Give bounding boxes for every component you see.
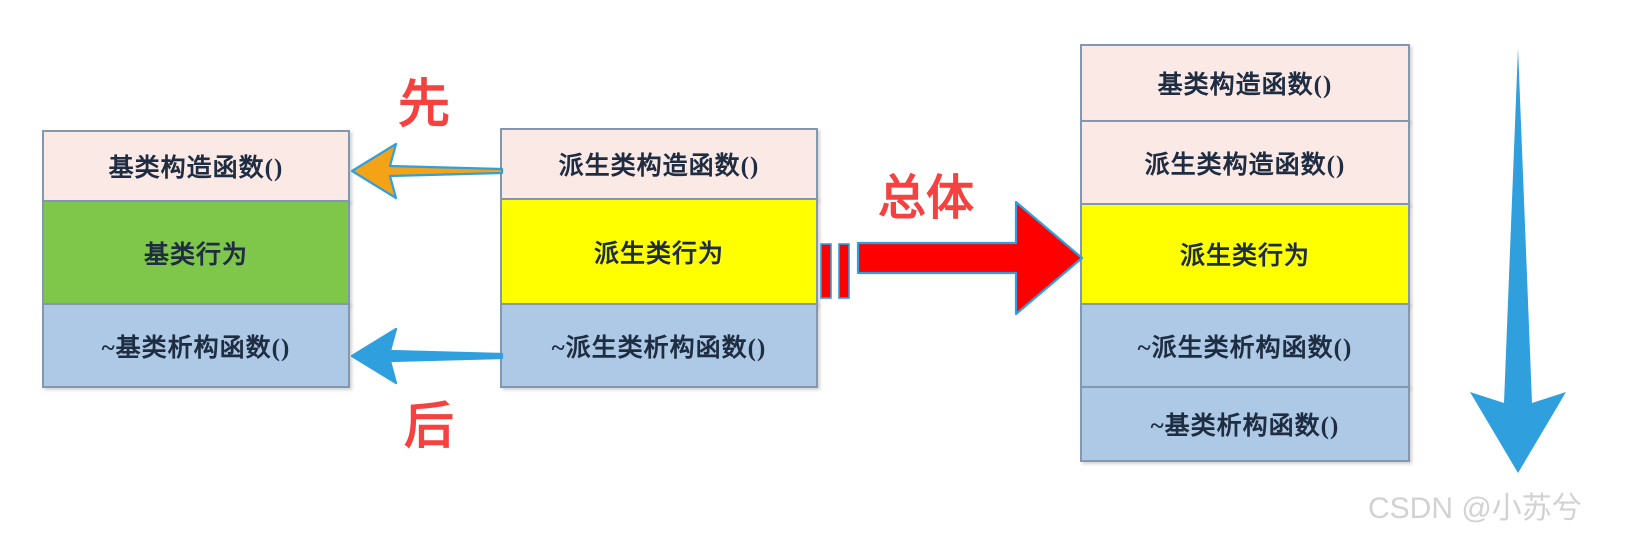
annotation-last-label: 后 [404, 398, 454, 454]
base-class-destructor-label: ~基类析构函数() [101, 334, 291, 362]
combined-base-constructor-row: 基类构造函数() [1080, 44, 1410, 122]
watermark: CSDN @小苏兮 [1368, 483, 1582, 527]
derived-class-constructor-label: 派生类构造函数() [558, 153, 760, 180]
constructor-order-arrow-icon [350, 142, 504, 200]
derived-class-destructor-label: ~派生类析构函数() [551, 334, 767, 362]
derived-class-destructor-row: ~派生类析构函数() [500, 303, 818, 388]
base-class-constructor-label: 基类构造函数() [108, 155, 284, 182]
combined-derived-behavior-label: 派生类行为 [1179, 243, 1310, 270]
watermark-label: CSDN @小苏兮 [1368, 492, 1582, 525]
derived-class-box: 派生类构造函数() 派生类行为 ~派生类析构函数() [500, 128, 818, 388]
annotation-overall: 总体 [878, 158, 974, 228]
destructor-order-arrow-icon [350, 327, 504, 385]
combine-arrow-icon [856, 200, 1084, 316]
base-class-box: 基类构造函数() 基类行为 ~基类析构函数() [42, 130, 350, 388]
annotation-overall-label: 总体 [878, 172, 975, 225]
combined-base-constructor-label: 基类构造函数() [1157, 72, 1333, 99]
base-class-behavior-label: 基类行为 [143, 241, 248, 269]
base-class-behavior-row: 基类行为 [42, 200, 350, 305]
object-order-down-arrow-icon [1470, 48, 1566, 473]
derived-class-behavior-label: 派生类行为 [593, 240, 724, 268]
annotation-last: 后 [404, 386, 454, 458]
derived-class-constructor-row: 派生类构造函数() [500, 128, 818, 200]
base-class-destructor-row: ~基类析构函数() [42, 303, 350, 388]
combined-derived-destructor-row: ~派生类析构函数() [1080, 303, 1410, 388]
combined-derived-destructor-label: ~派生类析构函数() [1137, 334, 1353, 362]
derived-class-behavior-row: 派生类行为 [500, 198, 818, 305]
combined-derived-behavior-row: 派生类行为 [1080, 203, 1410, 305]
annotation-first: 先 [398, 62, 450, 137]
base-class-constructor-row: 基类构造函数() [42, 130, 350, 202]
combined-derived-constructor-row: 派生类构造函数() [1080, 120, 1410, 205]
combined-derived-constructor-label: 派生类构造函数() [1144, 151, 1346, 179]
annotation-first-label: 先 [398, 76, 451, 134]
combine-arrow-tail-bar-1-icon [820, 243, 832, 299]
combine-arrow-tail-bar-2-icon [838, 243, 850, 299]
combined-base-destructor-label: ~基类析构函数() [1150, 413, 1340, 440]
combined-object-layout-box: 基类构造函数() 派生类构造函数() 派生类行为 ~派生类析构函数() ~基类析… [1080, 44, 1410, 462]
combined-base-destructor-row: ~基类析构函数() [1080, 386, 1410, 462]
